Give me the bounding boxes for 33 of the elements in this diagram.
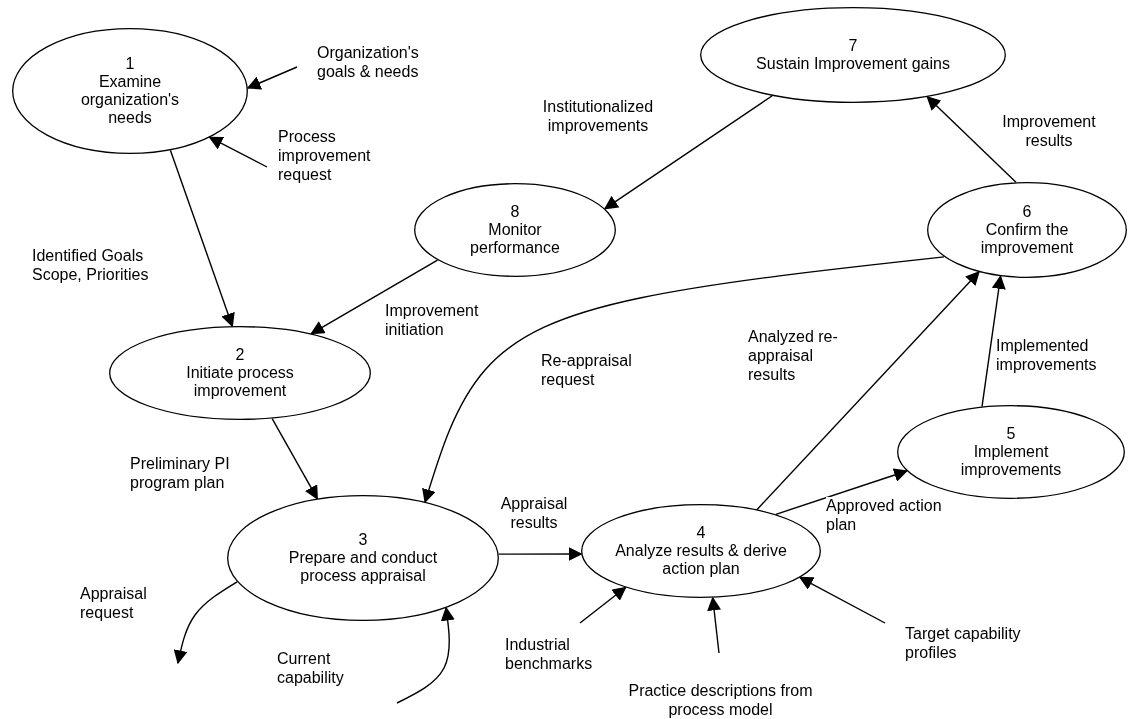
arrow <box>422 256 945 504</box>
process-name: Monitor performance <box>469 221 561 257</box>
process-number: 8 <box>510 203 520 222</box>
process-number: 7 <box>848 37 858 55</box>
process-name: Implement improvements <box>959 443 1063 479</box>
arrow <box>775 468 909 515</box>
arrow <box>579 586 627 624</box>
arrow <box>926 95 1017 183</box>
process-name: Initiate process improvement <box>185 364 295 400</box>
arrow <box>756 271 980 511</box>
arrow <box>981 274 1006 408</box>
arrow <box>707 596 722 654</box>
arrow <box>271 417 318 500</box>
arrow <box>173 581 238 665</box>
process-number: 1 <box>125 55 135 74</box>
arrow <box>498 547 583 561</box>
arrow <box>208 136 268 168</box>
arrow <box>603 95 773 210</box>
process-name: Prepare and conduct process appraisal <box>287 549 439 585</box>
process-number: 2 <box>235 346 245 365</box>
arrow <box>310 259 439 335</box>
process-name: Examine organization's needs <box>79 73 181 127</box>
process-number: 4 <box>696 524 706 543</box>
process-name: Sustain Improvement gains <box>756 55 950 73</box>
arrow <box>798 576 886 624</box>
arrow <box>246 66 298 90</box>
arrow <box>396 606 455 704</box>
arrow <box>169 149 235 328</box>
process-number: 6 <box>1022 203 1032 222</box>
process-name: Confirm the improvement <box>979 221 1075 257</box>
process-number: 3 <box>358 531 368 550</box>
process-name: Analyze results & derive action plan <box>614 542 788 578</box>
process-number: 5 <box>1006 425 1016 444</box>
